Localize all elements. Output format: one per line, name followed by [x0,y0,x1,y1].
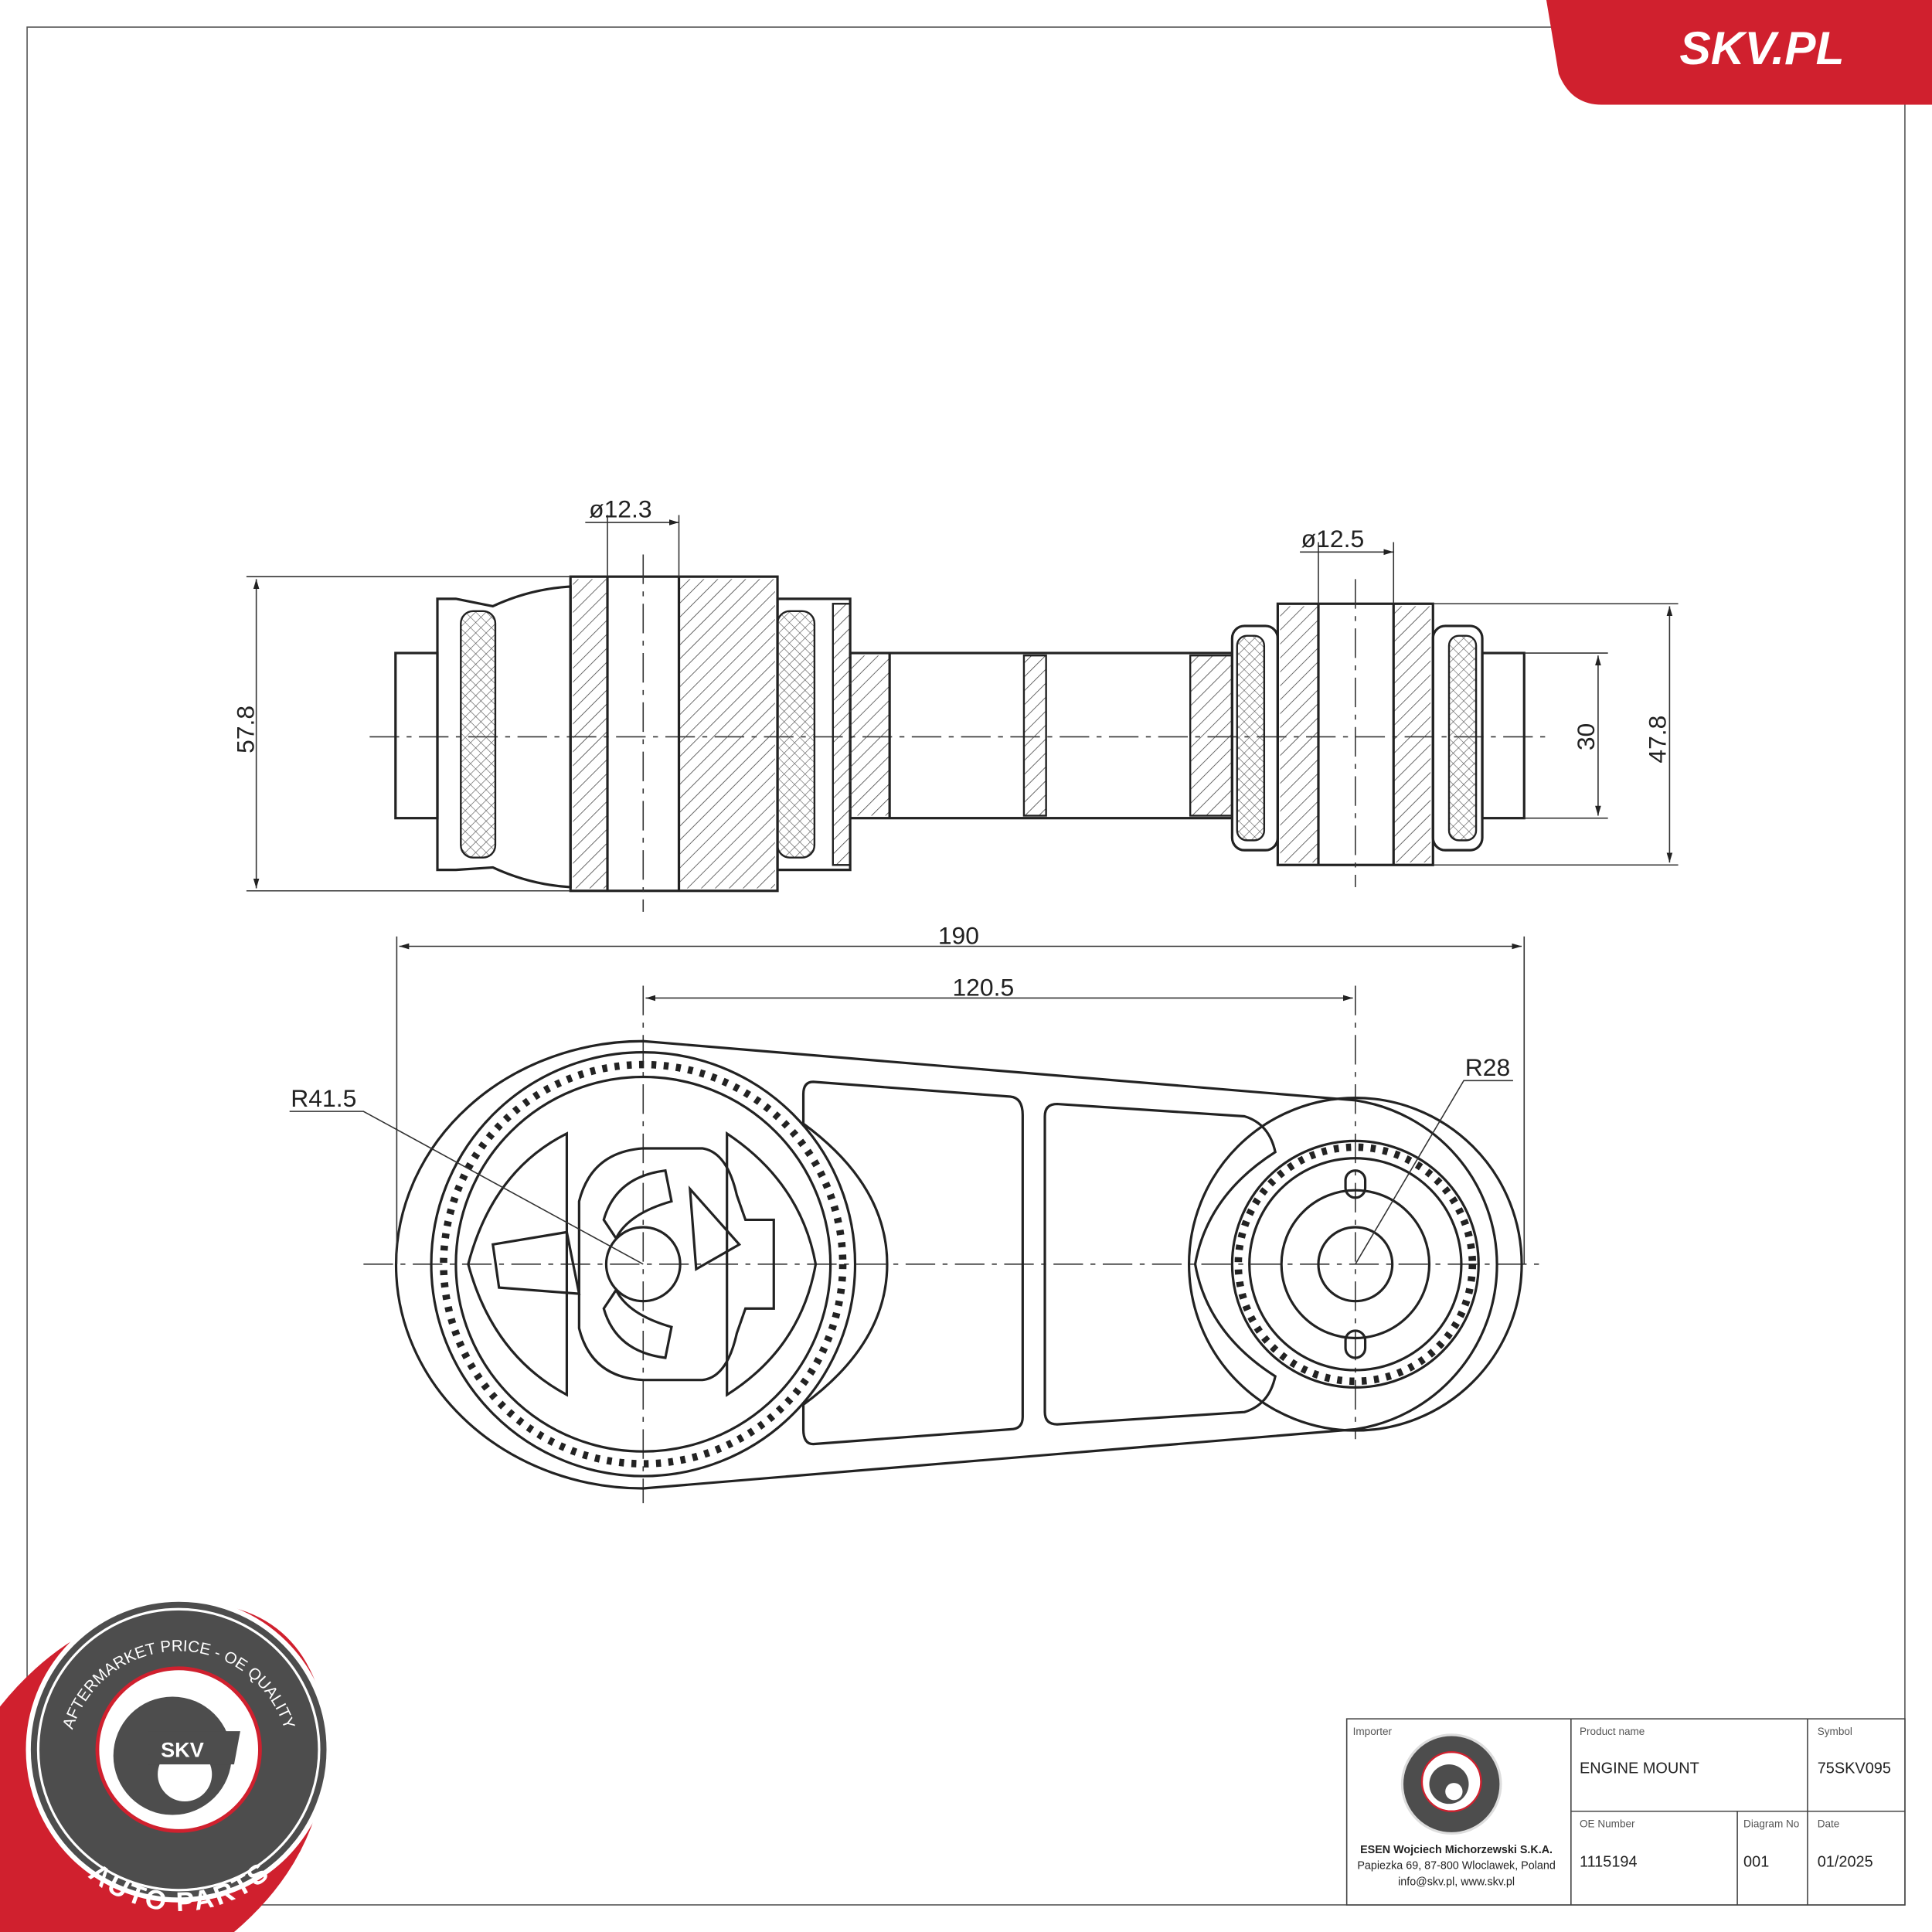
logo-center-text: SKV [161,1738,204,1762]
dim-overall-length: 190 [938,921,979,949]
site-banner: SKV.PL [1546,0,1932,105]
site-label: SKV.PL [1679,22,1844,74]
importer-address: Papiezka 69, 87-800 Wloclawek, Poland [1357,1860,1555,1872]
dim-center-distance: 120.5 [952,973,1014,1001]
drawing-frame [26,26,1906,1906]
symbol-value: 75SKV095 [1818,1760,1891,1777]
date-value: 01/2025 [1818,1853,1873,1870]
product-name: ENGINE MOUNT [1580,1760,1699,1777]
dim-height-left: 57.8 [231,706,259,753]
importer-contact: info@skv.pl, www.skv.pl [1398,1876,1515,1888]
importer-label: Importer [1353,1726,1393,1737]
oe-number-label: OE Number [1580,1818,1635,1829]
importer-name: ESEN Wojciech Michorzewski S.K.A. [1360,1844,1553,1856]
date-label: Date [1818,1818,1840,1829]
skv-logo: SKV AFTERMARKET PRICE - OE QUALITY AUTO … [0,1597,332,1932]
dim-bore-left: ø12.3 [589,495,652,523]
oe-number: 1115194 [1580,1853,1638,1870]
symbol-label: Symbol [1818,1726,1852,1737]
plan-view [363,985,1546,1504]
diagram-no-label: Diagram No [1743,1818,1799,1829]
dim-height-right: 47.8 [1644,716,1672,764]
dim-radius-left: R41.5 [291,1084,356,1112]
diagram-no: 001 [1743,1853,1769,1870]
side-view [369,554,1553,912]
dim-height-inner: 30 [1572,723,1600,750]
title-block: Importer ESEN Wojciech Michorzewski S.K.… [1345,1718,1906,1906]
product-name-label: Product name [1580,1726,1645,1737]
side-dimensions: 57.8 30 47.8 ø12.3 ø12.5 [231,495,1679,892]
dim-radius-right: R28 [1465,1053,1510,1081]
importer-logo [1400,1733,1502,1835]
plan-dimensions: 190 120.5 R41.5 R28 [289,921,1526,1265]
dim-bore-right: ø12.5 [1301,525,1365,553]
